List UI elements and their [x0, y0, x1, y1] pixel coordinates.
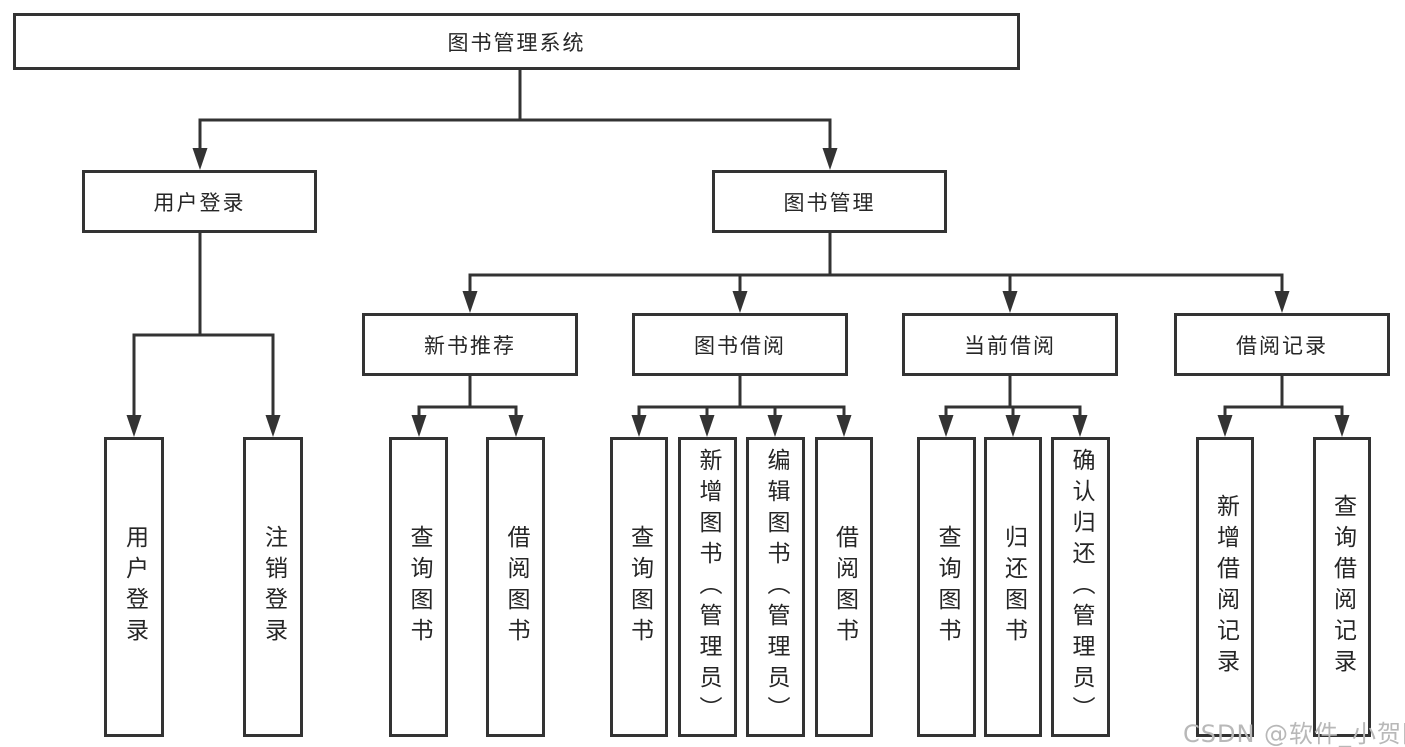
node-user-login: 用户登录 — [82, 170, 317, 233]
node-label: 用户登录 — [121, 525, 148, 649]
node-current-query-books: 查询图书 — [917, 437, 976, 737]
node-label: 注销登录 — [260, 525, 287, 649]
node-label: 查询借阅记录 — [1329, 494, 1356, 680]
node-library-management-system: 图书管理系统 — [13, 13, 1020, 70]
node-label: 借阅记录 — [1236, 333, 1328, 358]
node-label: 查询图书 — [934, 525, 960, 649]
node-label: 图书管理 — [783, 190, 876, 215]
node-label: 新增图书（管理员） — [695, 447, 721, 727]
node-label: 借阅图书 — [831, 525, 858, 649]
node-label: 当前借阅 — [964, 333, 1056, 358]
node-label: 归还图书 — [1000, 525, 1027, 649]
node-label: 借阅图书 — [503, 525, 529, 649]
node-borrowing-records: 借阅记录 — [1174, 313, 1390, 376]
node-label: 新增借阅记录 — [1212, 494, 1239, 680]
node-newbook-borrow-books: 借阅图书 — [486, 437, 545, 737]
node-new-book-recommend: 新书推荐 — [362, 313, 578, 376]
node-records-query-record: 查询借阅记录 — [1313, 437, 1371, 737]
node-borrow-add-book-admin: 新增图书（管理员） — [678, 437, 737, 737]
node-label: 查询图书 — [406, 525, 432, 649]
node-label: 新书推荐 — [424, 333, 516, 358]
node-newbook-query-books: 查询图书 — [389, 437, 448, 737]
node-label: 查询图书 — [626, 525, 653, 649]
csdn-watermark: CSDN @软件_小贺同学 — [1183, 720, 1405, 747]
node-logout: 注销登录 — [243, 437, 303, 737]
node-user-login-leaf: 用户登录 — [104, 437, 164, 737]
node-label: 确认归还（管理员） — [1068, 447, 1094, 727]
node-current-confirm-return-admin: 确认归还（管理员） — [1051, 437, 1110, 737]
node-label: 图书借阅 — [694, 333, 786, 358]
node-label: 编辑图书（管理员） — [763, 447, 789, 727]
node-book-borrowing: 图书借阅 — [632, 313, 848, 376]
node-label: 用户登录 — [153, 190, 246, 215]
node-borrow-edit-book-admin: 编辑图书（管理员） — [746, 437, 805, 737]
node-borrow-borrow-books: 借阅图书 — [815, 437, 873, 737]
node-borrow-query-books: 查询图书 — [610, 437, 668, 737]
node-book-management: 图书管理 — [712, 170, 947, 233]
node-records-add-record: 新增借阅记录 — [1196, 437, 1254, 737]
node-current-borrowing: 当前借阅 — [902, 313, 1118, 376]
node-label: 图书管理系统 — [447, 30, 586, 55]
node-current-return-books: 归还图书 — [984, 437, 1042, 737]
